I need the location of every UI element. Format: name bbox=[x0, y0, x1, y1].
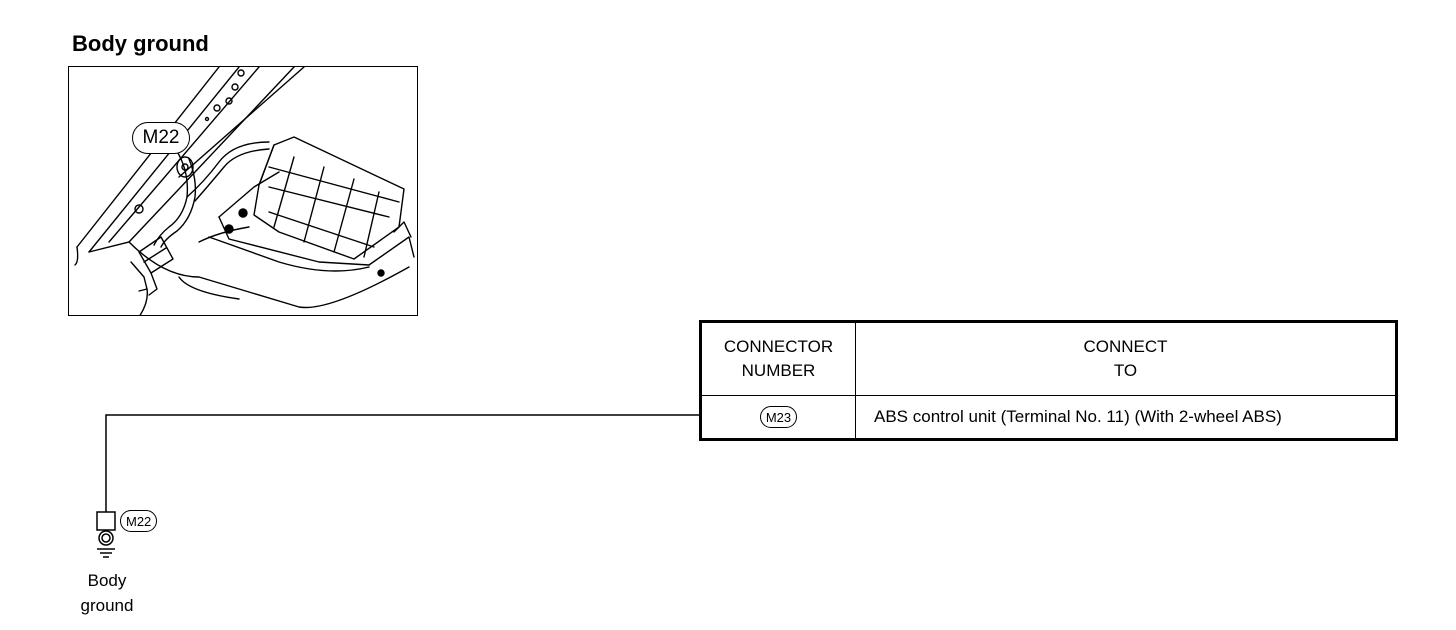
callout-label-m22: M22 bbox=[132, 122, 190, 154]
header-connector-number: CONNECTOR NUMBER bbox=[700, 321, 856, 396]
connector-table: CONNECTOR NUMBER CONNECT TO M23 ABS cont… bbox=[699, 320, 1398, 441]
header-text: CONNECTOR bbox=[723, 337, 834, 356]
connector-pill-m23: M23 bbox=[759, 406, 798, 428]
header-text: TO bbox=[1113, 361, 1138, 380]
ground-label-text: ground bbox=[80, 596, 134, 615]
ground-wire bbox=[105, 414, 699, 512]
table-row: M23 ABS control unit (Terminal No. 11) (… bbox=[700, 395, 1397, 440]
ground-terminal-outer bbox=[98, 530, 114, 546]
ground-label-text: Body bbox=[87, 571, 127, 590]
header-text: CONNECT bbox=[1083, 337, 1168, 356]
header-text: NUMBER bbox=[741, 361, 816, 380]
ground-label: Body ground bbox=[62, 568, 152, 618]
connector-pill-m22: M22 bbox=[120, 510, 158, 532]
body-ground-illustration: M22 bbox=[68, 66, 418, 316]
illustration-title: Body ground bbox=[72, 31, 209, 56]
ground-terminal-inner bbox=[101, 533, 111, 543]
connect-to-cell: ABS control unit (Terminal No. 11) (With… bbox=[855, 395, 1397, 440]
connector-terminal-box bbox=[96, 511, 116, 531]
